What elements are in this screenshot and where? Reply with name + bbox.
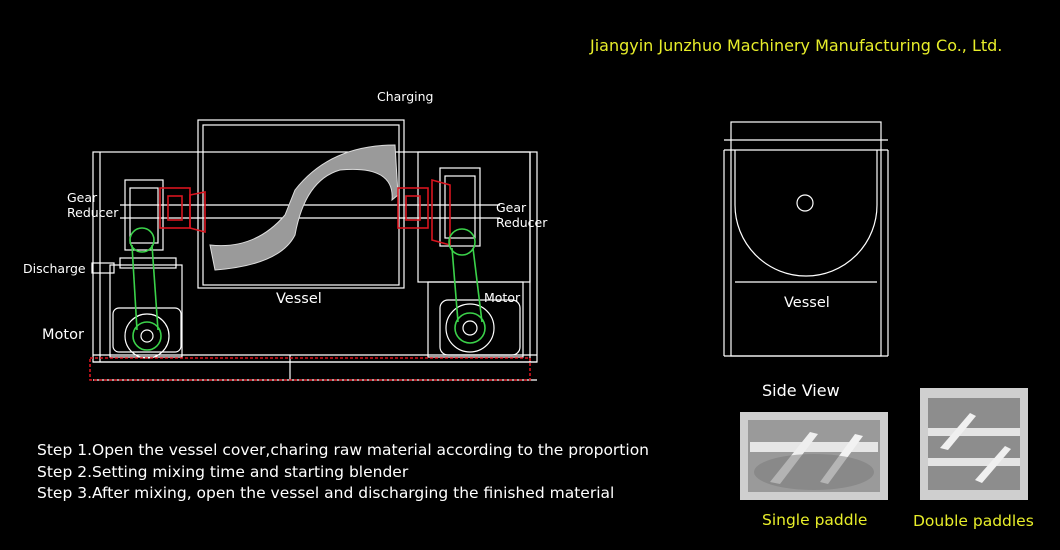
company-name: Jiangyin Junzhuo Machinery Manufacturing… [590, 36, 1003, 55]
right-lower-housing [427, 281, 524, 358]
steps-list: Step 1.Open the vessel cover,charing raw… [37, 440, 649, 505]
left-motor-hub [140, 329, 154, 343]
left-coupling [159, 187, 191, 229]
discharge-label: Discharge [23, 261, 86, 276]
single-paddle-photo [740, 412, 888, 500]
left-lower-pulley [132, 321, 162, 351]
ribbon-paddle [209, 144, 399, 271]
left-flange [189, 191, 206, 234]
right-belt-a [451, 247, 459, 323]
left-reducer-inner [129, 187, 159, 244]
step-1: Step 1.Open the vessel cover,charing raw… [37, 441, 650, 459]
single-paddle-caption: Single paddle [762, 511, 868, 529]
left-belt-b [151, 244, 159, 331]
left-motor-body [112, 307, 182, 353]
motor-right-label: Motor [484, 290, 521, 305]
left-motor-mount [119, 257, 177, 269]
right-belt-b [472, 247, 483, 323]
right-reducer-inner [444, 175, 476, 239]
side-vessel-label: Vessel [784, 295, 830, 311]
motor-left-label: Motor [42, 327, 84, 343]
left-belt-a [131, 244, 138, 331]
side-vessel-frame [730, 121, 882, 357]
right-coupling-inner [405, 195, 421, 221]
side-shaft-circle [796, 194, 814, 212]
gear-reducer-left-label-2: Reducer [67, 205, 119, 220]
right-motor-hub [462, 320, 478, 336]
side-u-trough [734, 150, 878, 277]
right-motor-wheel [445, 303, 495, 353]
side-view-title: Side View [762, 381, 840, 400]
charging-label: Charging [377, 89, 434, 104]
gear-reducer-left-label-1: Gear [67, 190, 98, 205]
step-2: Step 2.Setting mixing time and starting … [37, 462, 409, 481]
right-upper-pulley [448, 228, 476, 256]
base-red-outline [89, 357, 531, 381]
discharge-valve [91, 262, 115, 274]
vessel-body [197, 119, 405, 289]
left-upper-pulley [129, 227, 155, 253]
left-lower-housing [109, 264, 183, 358]
right-reducer-box [439, 167, 481, 247]
right-flange [431, 178, 451, 247]
right-coupling [397, 187, 429, 229]
double-paddles-photo [920, 388, 1028, 500]
left-reducer-box [124, 179, 164, 251]
right-lower-pulley [454, 312, 486, 344]
vessel-label: Vessel [276, 291, 322, 307]
gear-reducer-right-label-2: Reducer [496, 215, 548, 230]
step-3: Step 3.After mixing, open the vessel and… [37, 484, 615, 502]
left-coupling-inner [167, 195, 183, 221]
gear-reducer-right-label-1: Gear [496, 200, 527, 215]
double-paddles-caption: Double paddles [913, 512, 1034, 530]
